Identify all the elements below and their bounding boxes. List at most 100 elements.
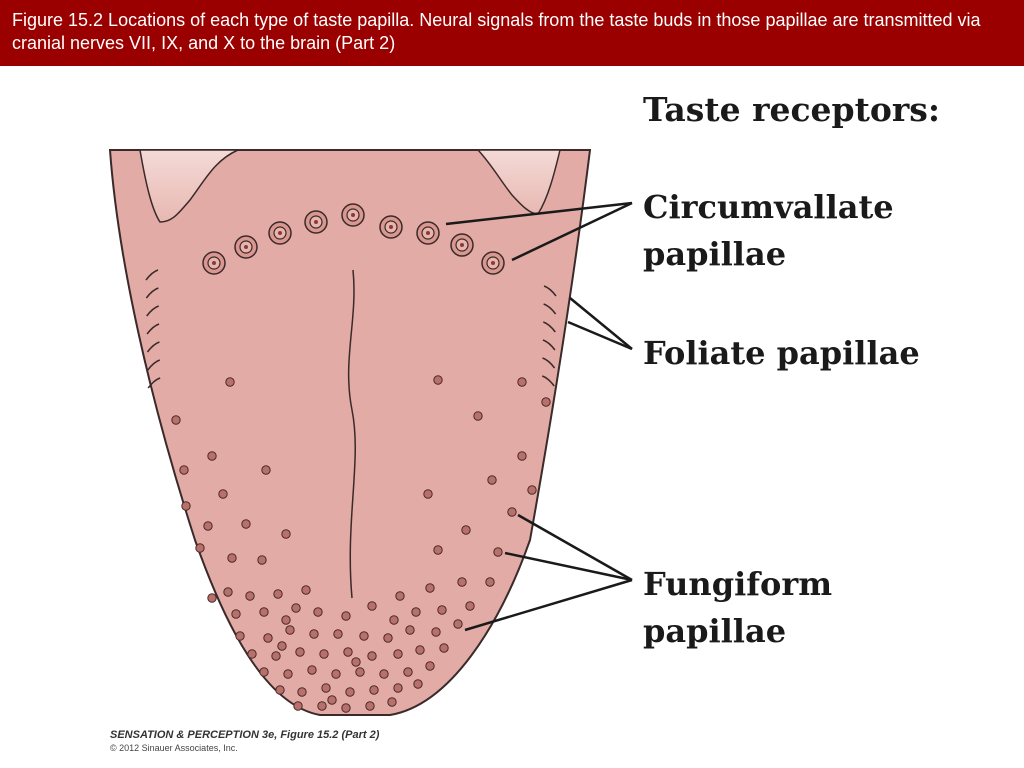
foliate-ridge: [541, 375, 555, 387]
fungiform-papilla: [285, 625, 295, 635]
fungiform-papilla: [333, 629, 343, 639]
fungiform-papilla: [527, 485, 537, 495]
fungiform-papilla: [301, 585, 311, 595]
fungiform-papilla: [263, 633, 273, 643]
fungiform-papilla: [307, 665, 317, 675]
fungiform-papilla: [387, 697, 397, 707]
fungiform-papilla: [297, 687, 307, 697]
throat-region-right: [476, 149, 561, 215]
fungiform-papilla: [231, 609, 241, 619]
fungiform-papilla: [225, 377, 235, 387]
foliate-ridge: [542, 357, 556, 369]
circumvallate-papilla: [379, 215, 403, 239]
fungiform-papilla: [541, 397, 551, 407]
credit-copyright: © 2012 Sinauer Associates, Inc.: [110, 743, 238, 753]
fungiform-papilla: [393, 649, 403, 659]
foliate-ridge: [147, 359, 161, 371]
fungiform-papilla: [411, 607, 421, 617]
fungiform-papilla: [493, 547, 503, 557]
fungiform-papillae: [171, 375, 551, 713]
leader-lines: [445, 201, 633, 632]
circumvallate-papilla: [450, 233, 474, 257]
fungiform-papilla: [259, 667, 269, 677]
fungiform-papilla: [461, 525, 471, 535]
fungiform-papilla: [433, 545, 443, 555]
circumvallate-leader-2: [511, 201, 633, 262]
fungiform-papilla: [365, 701, 375, 711]
foliate-ridge: [542, 339, 556, 351]
fungiform-papilla: [457, 577, 467, 587]
fungiform-leader-3: [464, 578, 633, 632]
fungiform-papilla: [431, 627, 441, 637]
tongue-diagram: Taste receptors: Circumvallate papillae …: [108, 90, 940, 753]
fungiform-papilla: [281, 529, 291, 539]
slide-header-bar: Figure 15.2 Locations of each type of ta…: [0, 0, 1024, 66]
fungiform-papilla: [487, 475, 497, 485]
fungiform-papilla: [218, 489, 228, 499]
fungiform-papilla: [453, 619, 463, 629]
fungiform-papilla: [355, 667, 365, 677]
figure-caption: Figure 15.2 Locations of each type of ta…: [12, 10, 981, 53]
foliate-ridge: [145, 287, 159, 299]
fungiform-papilla: [295, 647, 305, 657]
fungiform-papilla: [331, 669, 341, 679]
fungiform-papilla: [517, 377, 527, 387]
circumvallate-papilla: [481, 251, 505, 275]
circumvallate-papilla: [341, 203, 365, 227]
fungiform-papilla: [379, 669, 389, 679]
tongue-body: [108, 149, 592, 716]
foliate-leader-2: [567, 320, 633, 351]
fungiform-papilla: [247, 649, 257, 659]
foliate-ridge: [543, 303, 557, 315]
fungiform-papilla: [257, 555, 267, 565]
fungiform-papilla: [241, 519, 251, 529]
fungiform-label-line1: Fungiform: [643, 565, 832, 603]
fungiform-leader-2: [504, 551, 633, 582]
fungiform-papilla: [413, 679, 423, 689]
foliate-ridge: [543, 285, 557, 297]
foliate-label: Foliate papillae: [643, 334, 920, 372]
fungiform-papilla: [403, 667, 413, 677]
fungiform-papilla: [277, 641, 287, 651]
fungiform-papilla: [179, 465, 189, 475]
circumvallate-papilla: [234, 235, 258, 259]
fungiform-papilla: [283, 669, 293, 679]
fungiform-papilla: [281, 615, 291, 625]
fungiform-papilla: [227, 553, 237, 563]
fungiform-leader-1: [517, 513, 633, 582]
fungiform-papilla: [327, 695, 337, 705]
fungiform-papilla: [207, 593, 217, 603]
fungiform-papilla: [437, 605, 447, 615]
fungiform-papilla: [203, 521, 213, 531]
foliate-ridge: [543, 321, 556, 333]
fungiform-papilla: [439, 643, 449, 653]
fungiform-papilla: [261, 465, 271, 475]
fungiform-papilla: [367, 651, 377, 661]
fungiform-papilla: [235, 631, 245, 641]
tongue-midline: [347, 269, 356, 599]
fungiform-papilla: [425, 661, 435, 671]
fungiform-papilla: [341, 611, 351, 621]
circumvallate-papilla: [416, 221, 440, 245]
fungiform-papilla: [293, 701, 303, 711]
circumvallate-papillae: [202, 203, 505, 275]
diagram-heading: Taste receptors:: [643, 90, 940, 129]
foliate-ridge: [146, 341, 160, 353]
fungiform-papilla: [309, 629, 319, 639]
fungiform-papilla: [517, 451, 527, 461]
fungiform-papilla: [465, 601, 475, 611]
foliate-leader-1: [569, 297, 633, 350]
fungiform-papilla: [423, 489, 433, 499]
fungiform-papilla: [341, 703, 351, 713]
fungiform-papilla: [259, 607, 269, 617]
fungiform-papilla: [367, 601, 377, 611]
circumvallate-label-line1: Circumvallate: [643, 188, 894, 226]
circumvallate-papilla: [268, 221, 292, 245]
fungiform-papilla: [195, 543, 205, 553]
fungiform-papilla: [351, 657, 361, 667]
fungiform-papilla: [345, 687, 355, 697]
throat-region: [139, 149, 239, 223]
foliate-papillae: [145, 269, 557, 389]
circumvallate-label-line2: papillae: [643, 235, 786, 273]
fungiform-papilla: [275, 685, 285, 695]
